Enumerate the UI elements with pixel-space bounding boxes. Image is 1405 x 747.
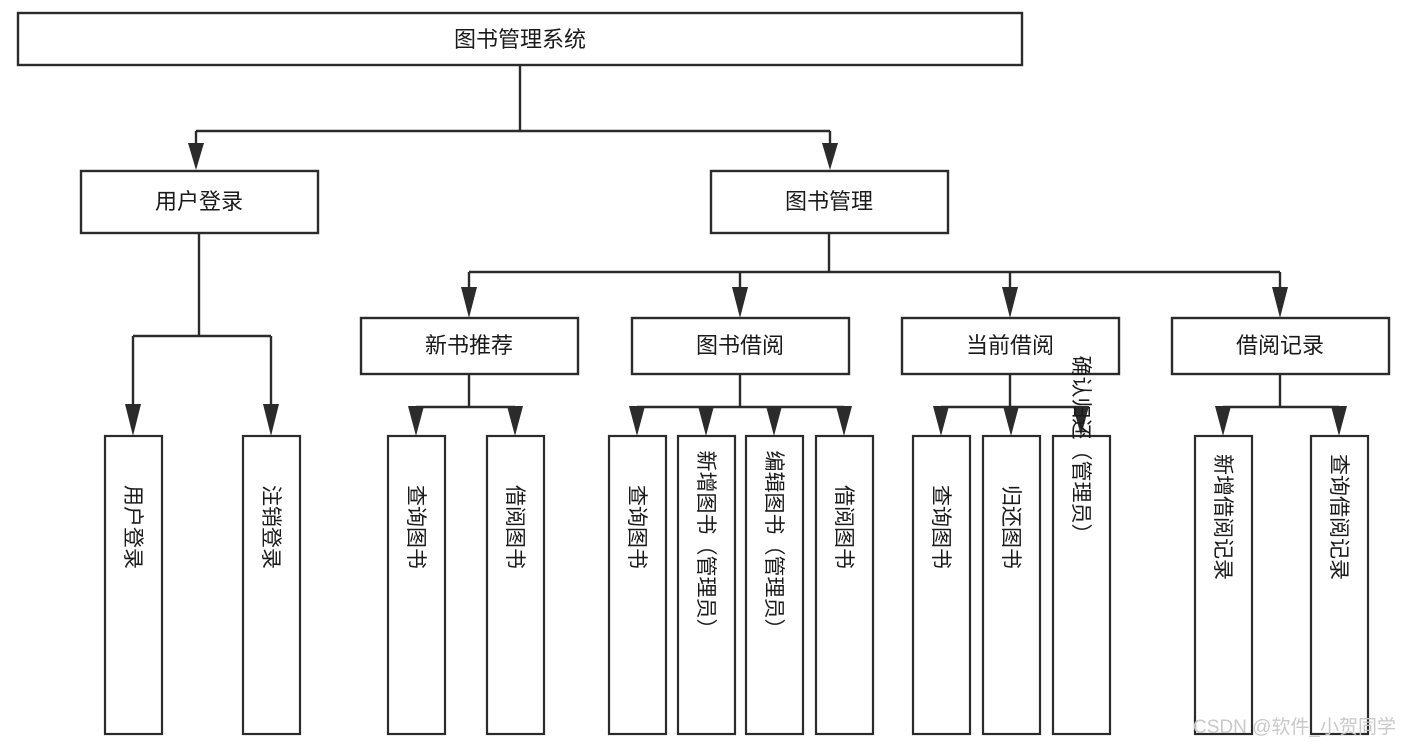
arrowhead-newbookrec [461,287,477,318]
edge-layer [125,65,1347,436]
node-root-label: 图书管理系统 [454,27,586,52]
arrowhead-bookmanage [822,143,838,170]
leaf-user-login-box[interactable] [103,434,164,736]
leaf-return-book[interactable]: 归还图书 [981,434,1042,736]
arrowhead-leaf-user-login [125,404,141,436]
leaf-add-book-label: 新增图书（管理员） [694,451,717,640]
leaf-query-book-1[interactable]: 查询图书 [386,434,447,736]
leaf-query-book-3-box[interactable] [911,434,972,736]
arrowhead-bookborrow [732,287,748,318]
leaf-logout-label: 注销登录 [259,485,282,569]
leaf-borrow-book-1[interactable]: 借阅图书 [485,434,546,736]
node-book-manage[interactable]: 图书管理 [709,169,950,235]
node-borrow-record-label: 借阅记录 [1236,333,1324,358]
leaf-borrow-book-1-label: 借阅图书 [503,485,526,569]
leaf-query-record-box[interactable] [1309,434,1370,736]
node-book-borrow[interactable]: 图书借阅 [630,316,851,376]
leaf-query-book-2[interactable]: 查询图书 [607,434,668,736]
leaf-return-book-box[interactable] [981,434,1042,736]
arrowhead-userlogin [188,143,204,170]
arrowhead-leaf-query-book-3 [933,406,949,436]
node-current-borrow-label: 当前借阅 [966,333,1054,358]
node-book-borrow-label: 图书借阅 [696,333,784,358]
node-new-book-rec-label: 新书推荐 [425,333,513,358]
node-borrow-record[interactable]: 借阅记录 [1170,316,1391,376]
node-borrow-record-box[interactable] [1170,316,1391,376]
leaf-query-book-2-label: 查询图书 [625,485,648,569]
node-user-login-box[interactable] [79,169,320,235]
watermark-label: CSDN @软件_小贺同学 [1193,716,1396,738]
node-user-login[interactable]: 用户登录 [79,169,320,235]
leaf-query-book-3-label: 查询图书 [929,485,952,569]
leaf-borrow-book-1-box[interactable] [485,434,546,736]
leaf-user-login-label: 用户登录 [121,485,144,569]
node-book-manage-box[interactable] [709,169,950,235]
leaf-query-book-1-box[interactable] [386,434,447,736]
leaf-logout-box[interactable] [241,434,302,736]
leaf-query-record-label: 查询借阅记录 [1327,454,1350,580]
node-user-login-label: 用户登录 [155,189,243,214]
node-new-book-rec-box[interactable] [359,316,580,376]
leaf-edit-book-label: 编辑图书（管理员） [762,451,785,640]
leaf-return-book-label: 归还图书 [999,485,1022,569]
leaf-confirm-return[interactable]: 确认归还（管理员） [1051,356,1112,736]
node-current-borrow-box[interactable] [900,316,1121,376]
arrowhead-leaf-query-record [1331,406,1347,436]
leaf-user-login[interactable]: 用户登录 [103,434,164,736]
arrowhead-leaf-return-book [1003,406,1019,436]
arrowhead-borrowrecord [1272,287,1288,318]
leaf-edit-book[interactable]: 编辑图书（管理员） [744,434,805,736]
arrowhead-leaf-add-book [698,406,714,436]
leaf-edit-book-box[interactable] [744,434,805,736]
arrowhead-leaf-borrow-book-2 [836,406,852,436]
leaf-confirm-return-box[interactable] [1051,434,1112,736]
leaf-add-book[interactable]: 新增图书（管理员） [676,434,737,736]
arrowhead-leaf-logout [263,404,279,436]
arrowhead-leaf-add-record [1215,406,1231,436]
node-book-manage-label: 图书管理 [785,189,873,214]
leaf-query-record[interactable]: 查询借阅记录 [1309,434,1370,736]
leaf-confirm-return-label: 确认归还（管理员） [1069,356,1092,545]
leaf-borrow-book-2-label: 借阅图书 [832,485,855,569]
leaf-query-book-2-box[interactable] [607,434,668,736]
node-current-borrow[interactable]: 当前借阅 [900,316,1121,376]
arrowhead-currentborrow [1002,287,1018,318]
arrowhead-leaf-query-book-1 [408,406,424,436]
leaf-add-record[interactable]: 新增借阅记录 [1193,434,1254,736]
arrowhead-leaf-confirm-return [1073,406,1089,436]
leaf-add-record-label: 新增借阅记录 [1211,454,1234,580]
leaf-query-book-1-label: 查询图书 [404,485,427,569]
leaf-borrow-book-2[interactable]: 借阅图书 [814,434,875,736]
leaf-add-record-box[interactable] [1193,434,1254,736]
leaf-add-book-box[interactable] [676,434,737,736]
arrowhead-leaf-borrow-book-1 [507,406,523,436]
leaf-query-book-3[interactable]: 查询图书 [911,434,972,736]
leaf-logout[interactable]: 注销登录 [241,434,302,736]
arrowhead-leaf-query-book-2 [629,406,645,436]
node-new-book-rec[interactable]: 新书推荐 [359,316,580,376]
node-root-box[interactable] [16,11,1024,67]
leaf-borrow-book-2-box[interactable] [814,434,875,736]
node-root[interactable]: 图书管理系统 [16,11,1024,67]
arrowhead-leaf-edit-book [766,406,782,436]
node-book-borrow-box[interactable] [630,316,851,376]
